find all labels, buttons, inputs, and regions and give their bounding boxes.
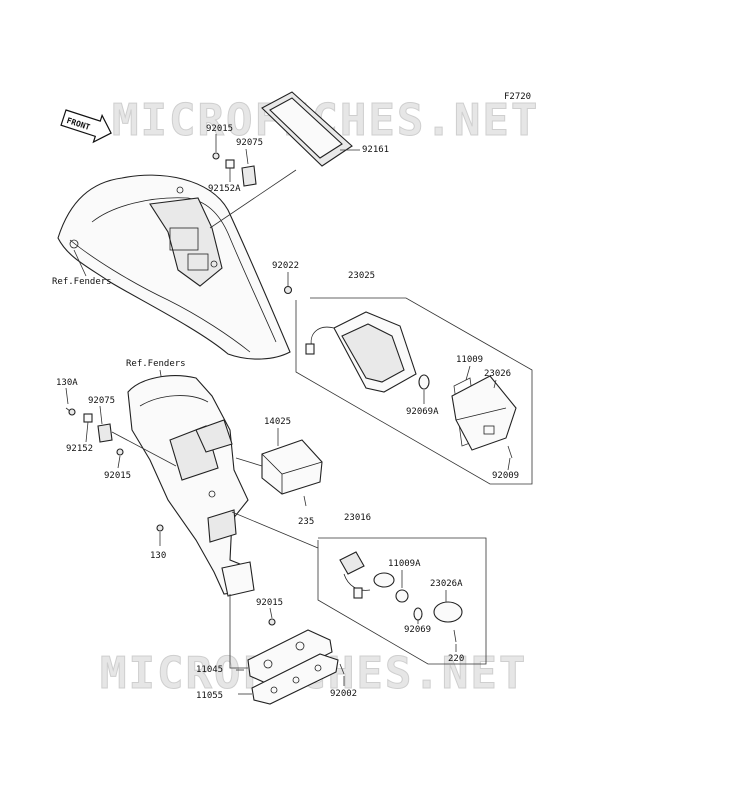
label-92069: 92069	[404, 625, 431, 635]
label-130: 130	[150, 551, 166, 561]
watermark-top: MICROFICHES.NET	[112, 95, 539, 146]
license-bracket	[247, 629, 339, 705]
label-92075-mid: 92075	[88, 396, 115, 406]
inner-fender	[127, 375, 255, 597]
label-92075-top: 92075	[236, 138, 263, 148]
label-11009A: 11009A	[388, 559, 421, 569]
label-235: 235	[298, 517, 314, 527]
nut-92015-low	[268, 618, 276, 626]
label-11045: 11045	[196, 665, 223, 675]
label-23026A: 23026A	[430, 579, 463, 589]
label-92069A: 92069A	[406, 407, 439, 417]
gasket-11009A	[395, 589, 409, 603]
label-92152A: 92152A	[208, 184, 241, 194]
ref-fenders-upper: Ref.Fenders	[52, 277, 112, 287]
label-92152: 92152	[66, 444, 93, 454]
hardware-left	[65, 407, 124, 456]
label-92015-low: 92015	[256, 598, 283, 608]
label-92002: 92002	[330, 689, 357, 699]
label-92015-mid: 92015	[104, 471, 131, 481]
front-arrow-icon: FRONT	[60, 109, 112, 144]
label-14025: 14025	[264, 417, 291, 427]
cover-14025	[261, 439, 323, 495]
bulb-92069	[413, 607, 423, 621]
label-92022: 92022	[272, 261, 299, 271]
callout-23025	[295, 297, 533, 485]
label-220: 220	[448, 654, 464, 664]
reflector-92161	[261, 91, 353, 167]
license-lamp-23016	[339, 551, 395, 599]
label-23025: 23025	[348, 271, 375, 281]
label-92015-top: 92015	[206, 124, 233, 134]
label-92009: 92009	[492, 471, 519, 481]
hardware-top	[212, 152, 257, 187]
label-92161: 92161	[362, 145, 389, 155]
diagram-code: F2720	[504, 92, 531, 102]
ref-fenders-lower: Ref.Fenders	[126, 359, 186, 369]
label-11055: 11055	[196, 691, 223, 701]
screw-235	[303, 495, 307, 507]
screw-92009	[507, 445, 513, 459]
lens-23026A	[433, 601, 463, 623]
label-23016: 23016	[344, 513, 371, 523]
label-23026: 23026	[484, 369, 511, 379]
screw-92002	[339, 663, 345, 675]
bolt-130	[156, 524, 164, 532]
callout-23016	[317, 537, 487, 665]
screw-220	[453, 629, 457, 643]
tail-lamp-23025	[305, 311, 417, 393]
washer-92022	[283, 285, 293, 295]
lens-23026	[451, 375, 517, 451]
label-130A: 130A	[56, 378, 78, 388]
label-11009: 11009	[456, 355, 483, 365]
rear-fender-upper	[57, 174, 291, 360]
bulb-92069A	[418, 374, 430, 390]
